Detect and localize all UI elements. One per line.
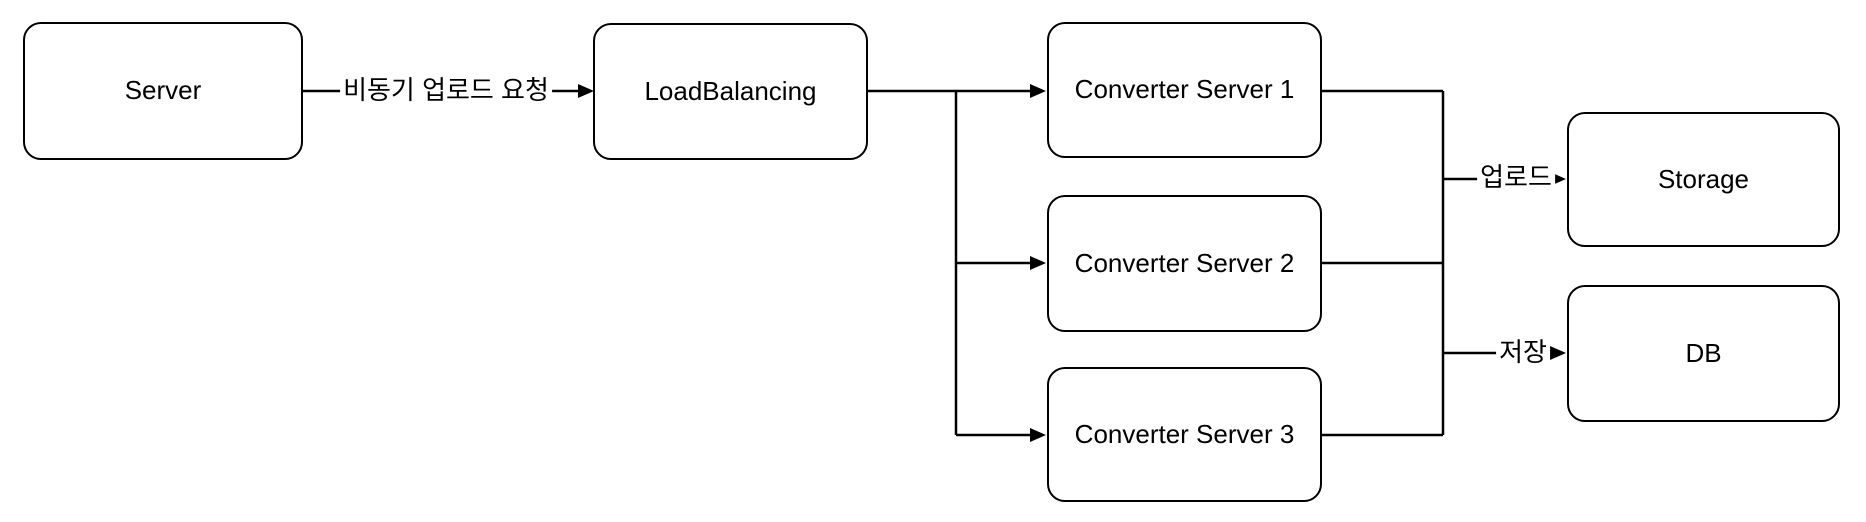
node-loadbalancing: LoadBalancing	[593, 23, 868, 160]
node-server: Server	[23, 22, 303, 160]
node-db: DB	[1567, 285, 1840, 422]
arrowhead-converter3	[1030, 428, 1046, 442]
arrowhead-db	[1550, 346, 1566, 360]
arrowhead-converter2	[1030, 256, 1046, 270]
arrowhead-converter1	[1030, 84, 1046, 98]
edge-label-save: 저장	[1496, 337, 1550, 368]
edge-label-upload: 업로드	[1477, 162, 1555, 193]
node-converter-server-2: Converter Server 2	[1047, 195, 1322, 332]
node-converter-server-3: Converter Server 3	[1047, 367, 1322, 502]
edge-label-async-upload-request: 비동기 업로드 요청	[340, 75, 552, 106]
node-converter-server-1: Converter Server 1	[1047, 22, 1322, 158]
node-storage: Storage	[1567, 112, 1840, 247]
arrowhead-loadbalancing	[578, 84, 594, 98]
